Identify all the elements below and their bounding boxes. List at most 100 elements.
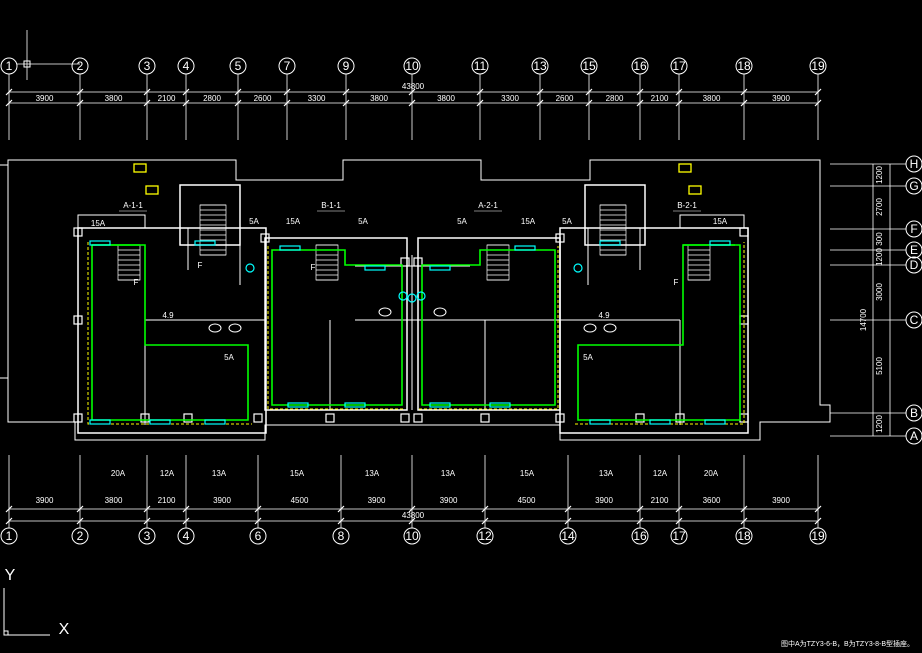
unit-b2-wall (559, 227, 749, 434)
dim-tick (5, 99, 13, 107)
axis-label-top: 1 (6, 59, 13, 73)
fixtures (89, 163, 731, 425)
toilet-fixture (407, 293, 417, 303)
room-small-label: 4.9 (162, 311, 174, 320)
axis-label-bottom: 2 (77, 529, 84, 543)
axis-label-right: D (910, 258, 919, 272)
socket-fixture (194, 240, 216, 246)
dim-tick (234, 99, 242, 107)
stair-mark: F (674, 278, 679, 287)
dim-tick (408, 517, 416, 525)
cursor-box (23, 60, 31, 68)
dim-tick (740, 517, 748, 525)
axis-label-bottom: 12 (478, 529, 492, 543)
distribution-box (688, 185, 702, 195)
axis-label-top: 4 (183, 59, 190, 73)
structural-column (480, 413, 490, 423)
dim-tick (182, 505, 190, 513)
toilet-fixture (573, 263, 583, 273)
current-label-bottom: 13A (365, 469, 380, 478)
dim-text-bottom: 4500 (518, 496, 536, 505)
washbasin (378, 307, 392, 317)
toilet-fixture (398, 291, 408, 301)
circuit-lines (87, 242, 745, 425)
socket-fixture (589, 419, 611, 425)
dim-text-right: 300 (875, 232, 884, 246)
dim-tick (342, 99, 350, 107)
dim-tick (408, 88, 416, 96)
dim-tick (76, 88, 84, 96)
axis-label-top: 7 (284, 59, 291, 73)
socket-fixture (599, 240, 621, 246)
axis-label-top: 3 (144, 59, 151, 73)
structural-column (325, 413, 335, 423)
dim-tick (408, 505, 416, 513)
current-label-top: 5A (249, 217, 259, 226)
dim-text-top: 3800 (370, 94, 388, 103)
structural-column (413, 257, 423, 267)
dim-text-bottom: 3900 (440, 496, 458, 505)
dim-text-bottom: 3900 (36, 496, 54, 505)
stair-unit-a1 (117, 244, 141, 281)
current-label-bottom: 12A (653, 469, 668, 478)
axis-label-top: 10 (405, 59, 419, 73)
dim-text-bottom: 2100 (651, 496, 669, 505)
distribution-box (133, 163, 147, 173)
ucs-x-label: X (59, 621, 70, 638)
ucs-y-label: Y (5, 567, 16, 584)
structural-column (413, 413, 423, 423)
stair-frame (599, 204, 627, 256)
toilet-fixture (245, 263, 255, 273)
dim-text-bottom: 3800 (105, 496, 123, 505)
current-label-top: 5A (562, 217, 572, 226)
socket-fixture (429, 402, 451, 408)
stair-frame (199, 204, 227, 256)
structural-column (555, 233, 565, 243)
dim-tick (182, 88, 190, 96)
axis-label-bottom: 18 (737, 529, 751, 543)
current-label-mid: 5A (224, 353, 234, 362)
dim-text-bottom: 3600 (703, 496, 721, 505)
current-label-bottom: 13A (441, 469, 456, 478)
socket-fixture (704, 419, 726, 425)
axis-label-top: 9 (343, 59, 350, 73)
socket-fixture (89, 419, 111, 425)
unit-a1-wall (77, 227, 267, 434)
stair-frame (315, 244, 339, 281)
dim-tick (814, 517, 822, 525)
unit-label: A-1-1 (123, 201, 143, 210)
stair-mark: F (134, 278, 139, 287)
current-label-bottom: 15A (520, 469, 535, 478)
structural-column (73, 413, 83, 423)
dim-tick (283, 88, 291, 96)
dim-tick (585, 88, 593, 96)
socket-fixture (489, 402, 511, 408)
dim-text-bottom: 3900 (368, 496, 386, 505)
dim-tick (675, 88, 683, 96)
dim-tick (585, 99, 593, 107)
dim-tick (5, 505, 13, 513)
socket-fixture (344, 402, 366, 408)
structural-column (140, 413, 150, 423)
dim-tick (234, 88, 242, 96)
dim-text-total-top: 43800 (402, 82, 425, 91)
dim-tick (481, 517, 489, 525)
dim-tick (182, 99, 190, 107)
dim-tick (337, 517, 345, 525)
dim-text-right: 1200 (875, 248, 884, 266)
dim-tick (814, 505, 822, 513)
unit-label: B-2-1 (677, 201, 697, 210)
structural-column (73, 315, 83, 325)
axis-label-top: 5 (235, 59, 242, 73)
axis-label-right: A (910, 429, 918, 443)
dim-tick (143, 505, 151, 513)
dim-text-top: 3800 (703, 94, 721, 103)
dim-text-bottom: 4500 (291, 496, 309, 505)
dim-tick (76, 517, 84, 525)
dim-text-right: 1200 (875, 415, 884, 433)
unit-label: B-1-1 (321, 201, 341, 210)
structural-column (260, 233, 270, 243)
dim-text-top: 2100 (651, 94, 669, 103)
